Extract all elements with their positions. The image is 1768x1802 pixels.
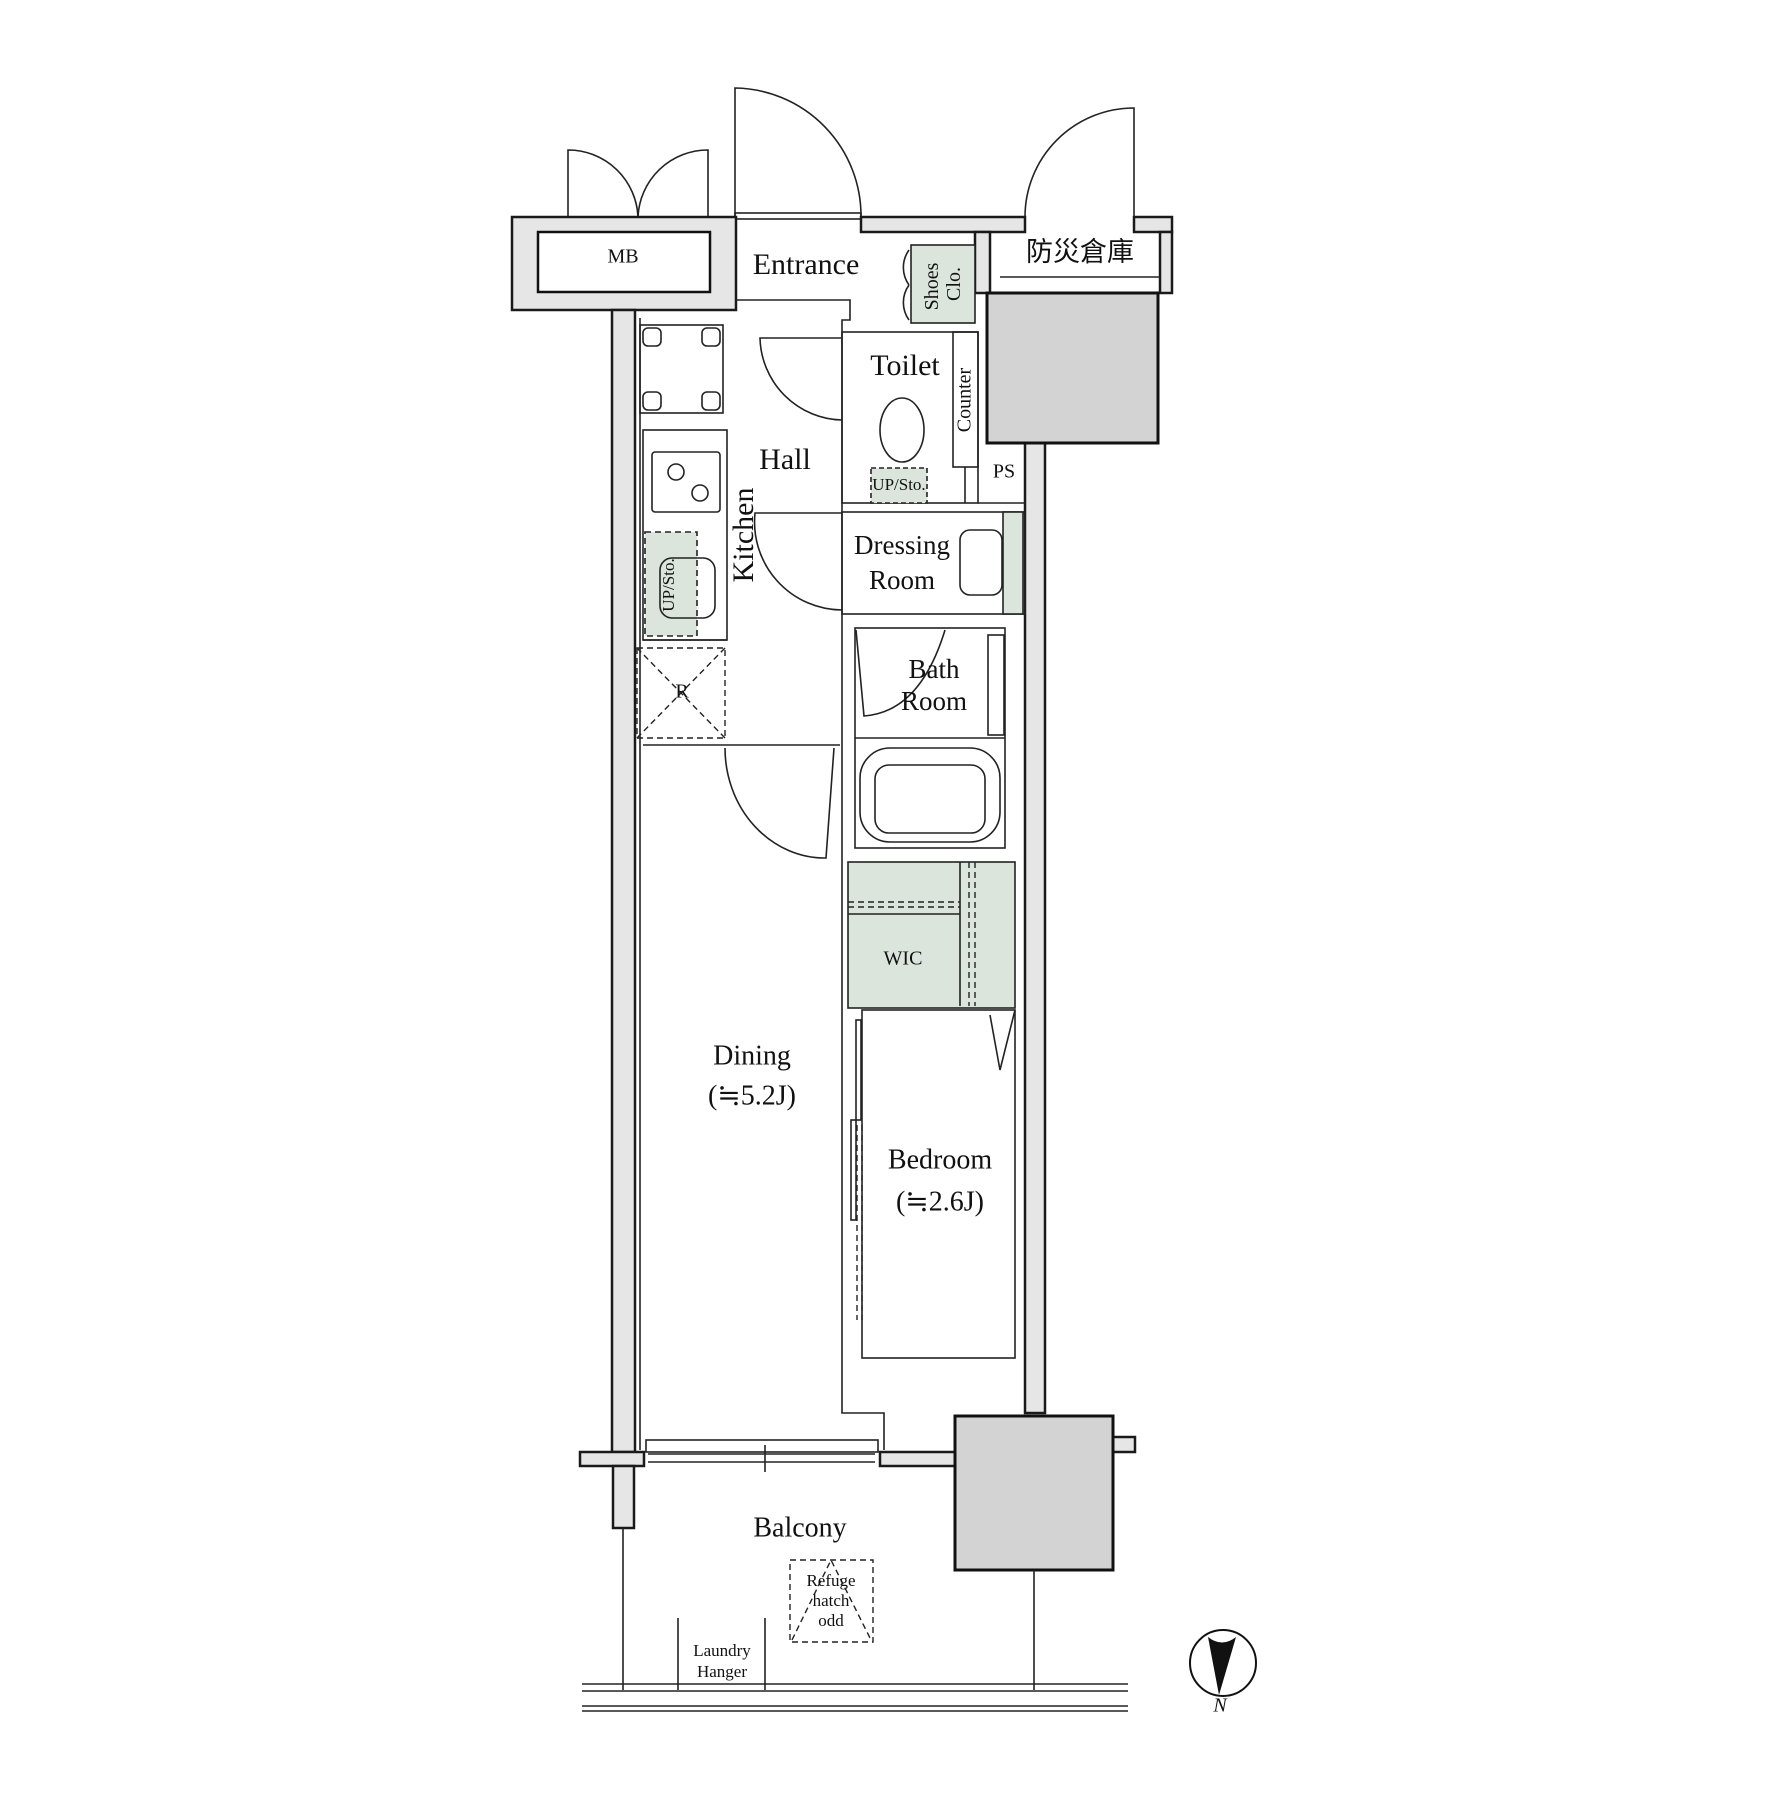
- pipe-shaft-upper: [985, 291, 1160, 445]
- toilet-label: Toilet: [870, 349, 940, 382]
- counter-label: Counter: [954, 367, 976, 432]
- washbasin-icon: [959, 529, 1003, 596]
- stove-icon: [651, 451, 721, 513]
- dining-area: (≒5.2J): [708, 1080, 796, 1111]
- walk-in-closet: [847, 861, 1016, 1071]
- toilet-door: [759, 337, 843, 421]
- refrigerator-space: [636, 647, 726, 739]
- kitchen-counter: [642, 429, 728, 641]
- bedroom-area: (≒2.6J): [896, 1186, 984, 1217]
- north-arrow-icon: [1189, 1629, 1257, 1697]
- kitchen-label: Kitchen: [727, 488, 760, 583]
- shoes-closet-label: Shoes Clo.: [921, 258, 965, 311]
- dining-label: Dining: [713, 1040, 791, 1071]
- toilet-storage-label: UP/Sto.: [872, 475, 925, 494]
- bathtub-icon: [859, 747, 1001, 843]
- partitions: [639, 276, 1160, 1453]
- dining-table-icon: [639, 324, 724, 414]
- sink-icon: [659, 557, 716, 619]
- bath-room-label-2: Room: [901, 686, 967, 716]
- bath-room-label: Bath: [909, 654, 960, 684]
- entrance-door: [734, 87, 862, 220]
- ps-label: PS: [993, 461, 1015, 483]
- kitchen-storage-label: UP/Sto.: [659, 558, 678, 611]
- balcony-label: Balcony: [753, 1512, 846, 1543]
- refuge-hatch: [789, 1558, 874, 1643]
- toilet-bowl-icon: [879, 397, 925, 463]
- compass-north-label: N: [1212, 1695, 1228, 1717]
- refrigerator-label: R: [675, 681, 689, 703]
- mb-label: MB: [607, 246, 638, 268]
- storage-door: [1024, 107, 1135, 218]
- sliding-door: [850, 1019, 863, 1320]
- laundry-hanger-posts: [677, 1618, 766, 1690]
- wic-label: WIC: [884, 948, 923, 970]
- laundry-hanger-label-2: Hanger: [697, 1662, 747, 1681]
- dressing-door: [753, 512, 843, 611]
- mb-doors: [567, 149, 709, 218]
- disaster-storage-label: 防災倉庫: [1026, 237, 1134, 267]
- shoes-closet: [902, 244, 976, 324]
- hall-label: Hall: [759, 443, 811, 476]
- refuge-hatch-label-3: odd: [818, 1611, 844, 1630]
- bath-door: [855, 629, 946, 717]
- balcony-window: [648, 1445, 875, 1472]
- bath-shelf: [987, 634, 1005, 736]
- refuge-hatch-label: Refuge: [806, 1571, 855, 1590]
- laundry-hanger-label: Laundry: [693, 1641, 751, 1660]
- entrance-label: Entrance: [753, 248, 860, 281]
- dressing-room-label-2: Room: [869, 565, 935, 595]
- refuge-hatch-label-2: hatch: [813, 1591, 850, 1610]
- balcony-railing: [582, 1528, 1128, 1712]
- toilet-storage: [870, 467, 928, 504]
- dressing-room-label: Dressing: [854, 530, 950, 560]
- living-door: [724, 747, 835, 859]
- counter: [952, 331, 979, 468]
- dressing-shelf: [1002, 511, 1024, 615]
- pipe-shaft-lower: [953, 1414, 1115, 1572]
- bedroom-label: Bedroom: [888, 1144, 992, 1175]
